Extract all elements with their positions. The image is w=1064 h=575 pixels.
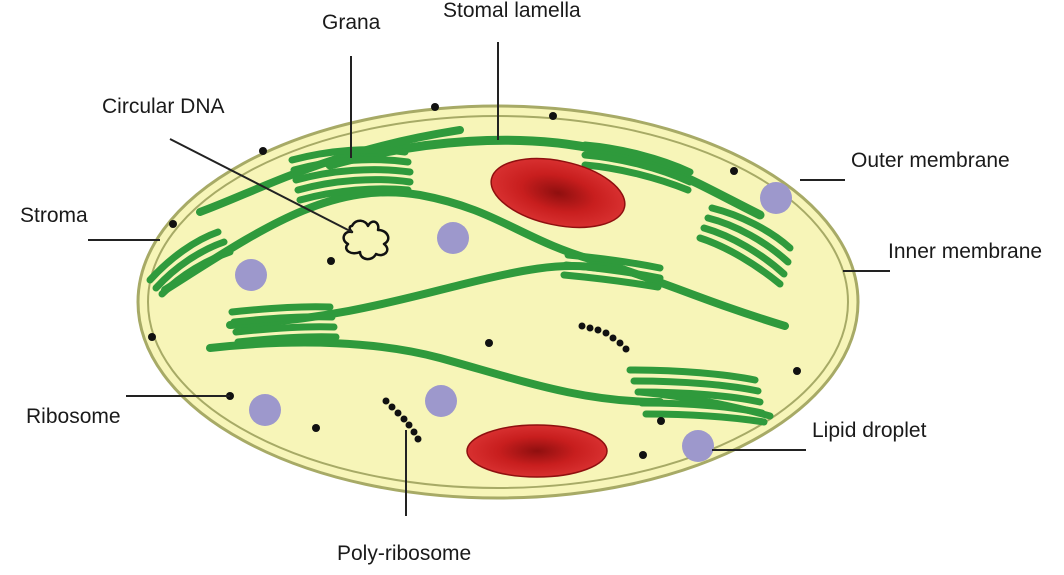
granum-left [146,228,234,298]
lamella-mid-s [161,188,789,330]
label-stomal-lamella: Stomal lamella [443,0,581,22]
pointer-circular-dna [169,138,353,233]
granum-lower-right [626,366,768,426]
label-circular-dna: Circular DNA [102,95,225,118]
granum-center [560,251,664,291]
label-poly-ribosome: Poly-ribosome [337,542,472,565]
granum-lower-left [228,303,340,346]
label-grana: Grana [322,11,381,34]
lipid-droplets [235,182,792,462]
poly-ribosome-chains [382,322,630,443]
starch-grain-bottom [466,424,608,478]
ribosomes [148,103,801,459]
lamella-bottom [206,338,664,406]
label-ribosome: Ribosome [26,405,121,428]
label-stroma: Stroma [20,204,88,227]
granum-top-right [581,141,694,194]
pointer-lines [88,42,890,516]
granum-top [288,146,414,204]
circular-dna-loop [342,219,390,261]
label-outer-membrane: Outer membrane [851,149,1010,172]
starch-grain-top [490,157,626,229]
label-inner-membrane: Inner membrane [888,240,1043,263]
label-lipid-droplet: Lipid droplet [812,419,927,442]
granum-right [696,204,794,288]
